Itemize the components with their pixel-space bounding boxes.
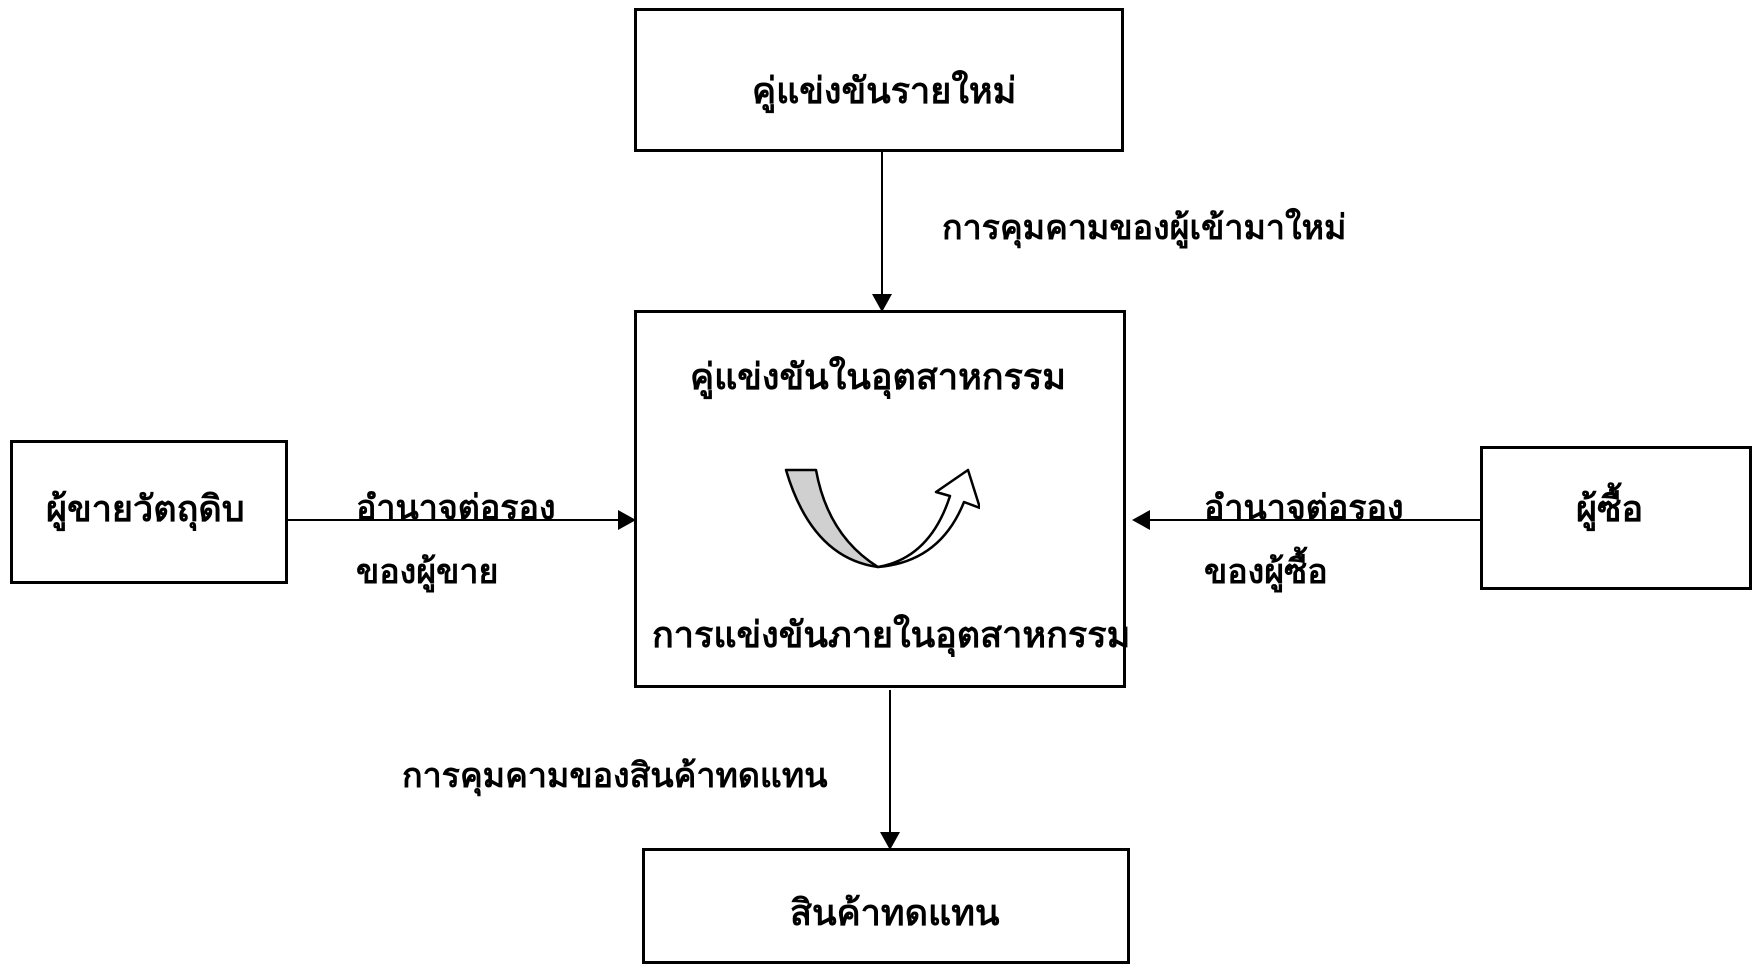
new-entrants-label: คู่แข่งขันรายใหม่ [752, 70, 1017, 112]
substitutes-box [642, 848, 1130, 964]
substitutes-label: สินค้าทดแทน [790, 892, 1000, 934]
suppliers-box [10, 440, 288, 584]
threat-substitutes-label: การคุมคามของสินค้าทดแทน [402, 756, 828, 796]
buyer-power-line2: ของผู้ซื้อ [1204, 552, 1328, 592]
industry-title: คู่แข่งขันในอุตสาหกรรม [690, 356, 1066, 398]
supplier-power-line2: ของผู้ขาย [356, 552, 499, 592]
new-entrants-box [634, 8, 1124, 152]
supplier-power-line1: อำนาจต่อรอง [356, 488, 556, 528]
edge-supplier-arrowhead [618, 510, 636, 530]
edge-new-entrants-arrowhead [872, 294, 892, 312]
industry-subtitle: การแข่งขันภายในอุตสาหกรรม [652, 614, 1131, 656]
buyers-label: ผู้ซื้อ [1576, 488, 1644, 530]
buyers-box [1480, 446, 1752, 590]
threat-new-entrants-label: การคุมคามของผู้เข้ามาใหม่ [942, 208, 1347, 248]
industry-box [634, 310, 1126, 688]
suppliers-label: ผู้ขายวัตถุดิบ [46, 488, 245, 530]
u-turn-arrow-icon [784, 468, 980, 569]
buyer-power-line1: อำนาจต่อรอง [1204, 488, 1404, 528]
edge-substitutes-arrowhead [880, 832, 900, 850]
edge-buyer-arrowhead [1132, 510, 1150, 530]
